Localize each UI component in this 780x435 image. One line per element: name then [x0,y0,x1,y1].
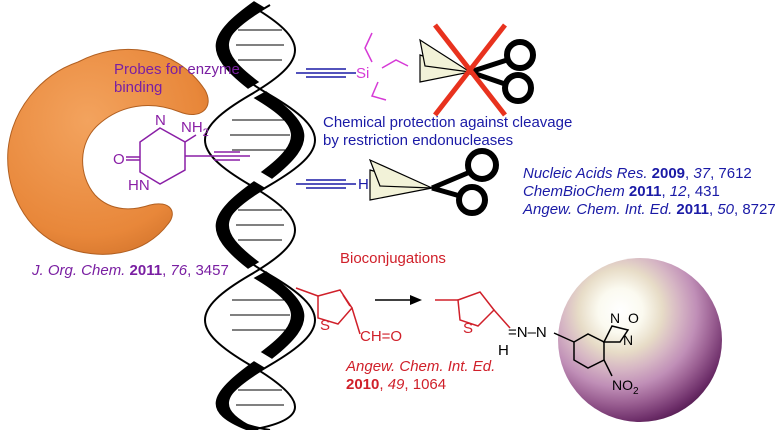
imine-h-label: H [498,342,509,359]
reference-line: Angew. Chem. Int. Ed. 2011, 50, 8727 [523,201,776,218]
dna-double-helix [204,1,316,431]
reference-journal: Angew. Chem. Int. Ed. [346,358,496,375]
enzyme-probe-line-1: Probes for enzyme [114,61,240,78]
hn-label: HN [128,177,150,194]
oxadiazole-o-label: O [628,310,639,326]
product-s-label: S [463,320,473,337]
protection-line-1: Chemical protection against cleavage [323,114,573,131]
reference-details: 2010, 49, 1064 [346,376,447,393]
carbonyl-oxygen-label: O [113,151,125,168]
thiophene-product [435,291,511,329]
protection-line-2: by restriction endonucleases [323,132,514,149]
amine-label: NH2 [181,119,209,139]
angew-2010-reference: Angew. Chem. Int. Ed. 2010, 49, 1064 [346,358,495,394]
thiophene-aldehyde [295,287,361,335]
probe-alkyne-linker [204,151,250,161]
hydrazone-label: =N–N [508,324,547,341]
joc-reference: J. Org. Chem. 2011, 76, 3457 [32,262,229,279]
fluorescent-sphere [558,258,722,422]
nbd-fluorophore [553,325,630,377]
enzyme-probe-label: Probes for enzyme binding [114,61,240,97]
nitro-label: NO2 [612,377,639,397]
blue-references: Nucleic Acids Res. 2009, 37, 7612 ChemBi… [523,165,776,219]
aldehyde-label: CH=O [360,328,402,345]
reference-line: Nucleic Acids Res. 2009, 37, 7612 [523,165,752,182]
enzyme-probe-line-2: binding [114,79,163,96]
silyl-alkyne [296,32,409,101]
reaction-arrow [375,295,422,305]
ring-n-label: N [155,112,166,129]
scissors-icon [368,148,499,216]
bioconjugations-label: Bioconjugations [340,250,446,267]
protection-label: Chemical protection against cleavage by … [323,114,572,150]
reference-line: ChemBioChem 2011, 12, 431 [523,183,720,200]
terminal-alkyne [296,179,356,189]
pyrimidine-probe [126,127,204,185]
thiophene-s-label: S [320,317,330,334]
enzyme-blob [7,48,209,255]
silicon-label: Si [356,65,369,82]
crossed-out-scissors-icon [419,23,536,117]
terminal-h-label: H [358,176,369,193]
oxadiazole-n2-label: N [623,332,633,348]
oxadiazole-n1-label: N [610,310,620,326]
